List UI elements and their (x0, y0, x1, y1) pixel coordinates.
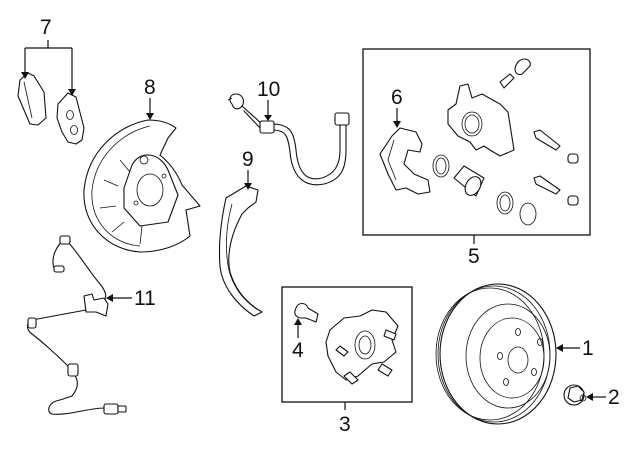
callout-6: 6 (391, 86, 403, 109)
callout-3: 3 (339, 413, 351, 436)
callout-2-arrow (586, 393, 593, 401)
abs-sensor-wire-drawing (26, 235, 132, 415)
callout-7-arrow-right (68, 89, 76, 96)
callout-6-arrow (393, 121, 401, 128)
hub-assembly-drawing (294, 302, 399, 385)
rotor-drawing (435, 283, 580, 425)
callout-9: 9 (242, 148, 254, 171)
hub-nut-drawing (563, 384, 606, 406)
callout-11: 11 (134, 287, 156, 310)
callout-2: 2 (608, 386, 620, 409)
callout-7: 7 (40, 16, 52, 39)
backing-plate-drawing (83, 98, 201, 253)
callout-1-arrow (556, 344, 563, 352)
callout-11-arrow (106, 294, 113, 302)
brake-pads-drawing (17, 40, 85, 145)
callout-4-arrow (294, 318, 302, 325)
caliper-assembly-box (362, 48, 591, 236)
callout-7-arrow-left (21, 72, 29, 79)
callout-8-arrow (146, 113, 154, 120)
callout-10-arrow (264, 115, 272, 121)
brake-hose-drawing (227, 93, 350, 186)
callout-5: 5 (468, 245, 480, 268)
callout-10: 10 (257, 78, 281, 101)
callout-1: 1 (582, 337, 594, 360)
callout-8: 8 (144, 76, 156, 99)
hub-assembly-box (281, 286, 413, 403)
caliper-assembly-drawing (379, 58, 579, 226)
callout-4: 4 (292, 339, 304, 362)
callout-9-arrow (244, 183, 252, 190)
parking-brake-shoe-drawing (218, 170, 263, 317)
